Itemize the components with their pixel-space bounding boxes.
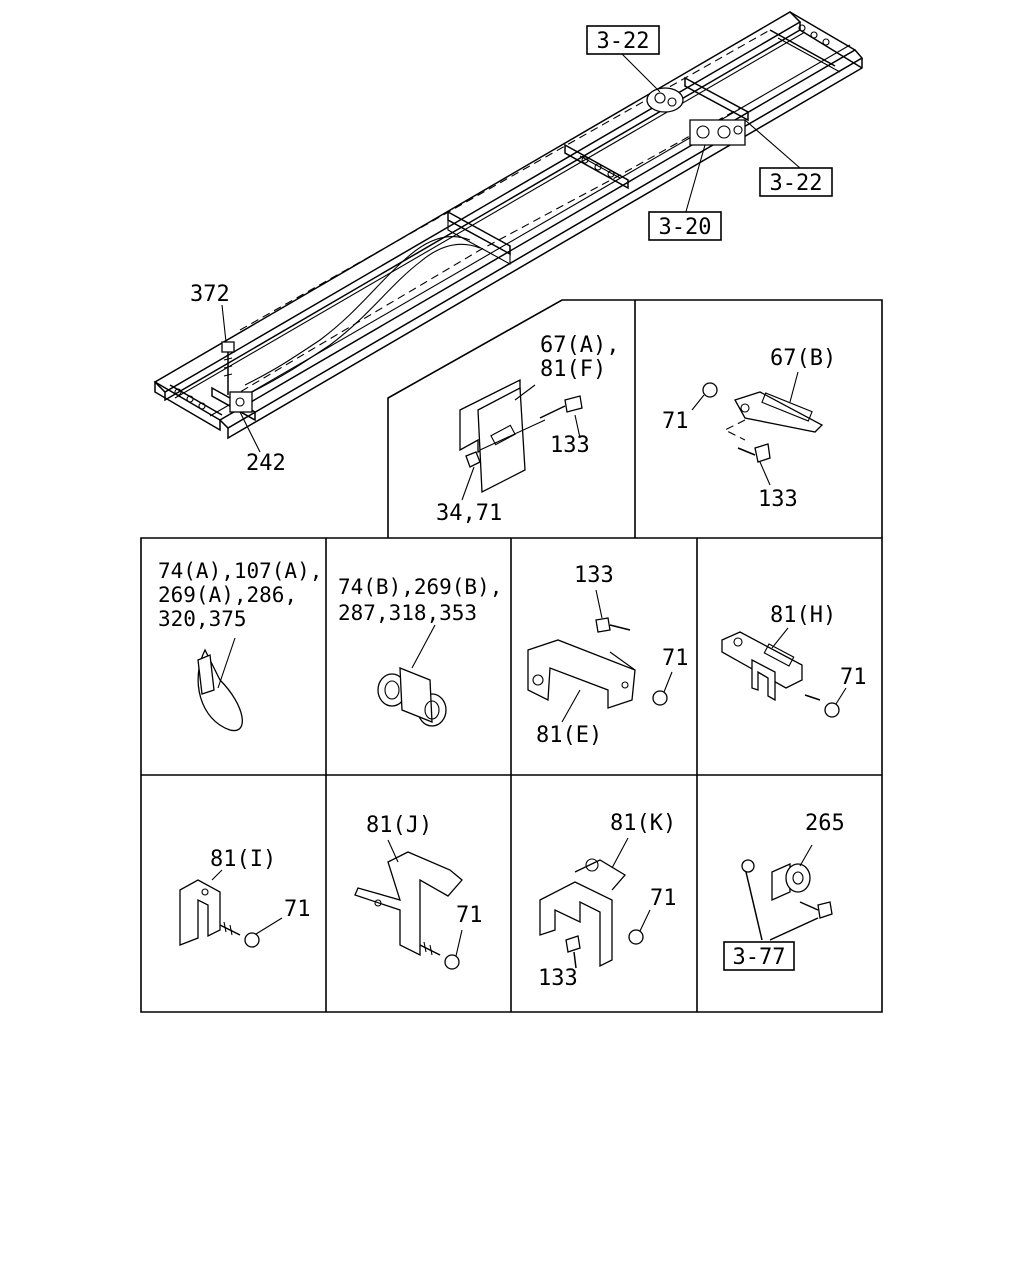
cell-67a-81f: 67(A), 81(F) 133 34,71 (436, 333, 619, 526)
part-label: 71 (456, 903, 483, 928)
part-label: 265 (805, 811, 845, 836)
ref-label: 3-22 (770, 171, 823, 196)
part-label: 81(F) (540, 357, 606, 382)
cell-81i: 81(I) 71 (179, 847, 311, 948)
part-label: 67(A), (540, 333, 619, 358)
part-label: 133 (550, 433, 590, 458)
part-label: 67(B) (770, 346, 836, 371)
ref-box-3-77[interactable]: 3-77 (723, 941, 795, 971)
part-label: 81(H) (770, 603, 836, 628)
cell-81j: 81(J) 71 (354, 813, 483, 970)
ref-box-3-22-right[interactable]: 3-22 (759, 167, 833, 197)
label-372: 372 (190, 282, 230, 307)
part-label: 71 (662, 646, 689, 671)
ref-label: 3-20 (659, 215, 712, 240)
cell-81e: 133 71 81(E) (527, 563, 689, 748)
cell-67b: 67(B) 71 133 (662, 346, 836, 512)
chassis-frame-drawing (153, 11, 864, 453)
cell-81h: 81(H) 71 (721, 603, 867, 718)
part-label: 34,71 (436, 501, 502, 526)
detail-grid (140, 299, 883, 1013)
ref-label: 3-22 (597, 29, 650, 54)
part-label: 71 (284, 897, 311, 922)
cell-74b: 74(B),269(B), 287,318,353 (338, 575, 502, 727)
part-label: 133 (574, 563, 614, 588)
part-label: 71 (840, 665, 867, 690)
part-label: 81(K) (610, 811, 676, 836)
part-label: 133 (538, 966, 578, 991)
part-label: 287,318,353 (338, 601, 477, 625)
label-242: 242 (246, 451, 286, 476)
cell-74a: 74(A),107(A), 269(A),286, 320,375 (158, 559, 322, 732)
part-label: 74(B),269(B), (338, 575, 502, 599)
part-label: 320,375 (158, 607, 247, 631)
part-label: 133 (758, 487, 798, 512)
part-label: 71 (662, 409, 689, 434)
cell-81k: 81(K) 133 71 (538, 811, 677, 991)
part-label: 269(A),286, (158, 583, 297, 607)
part-label: 71 (650, 886, 677, 911)
ref-label: 3-77 (733, 945, 786, 970)
ref-box-3-20[interactable]: 3-20 (648, 211, 722, 241)
part-label: 81(E) (536, 723, 602, 748)
ref-box-3-22-top[interactable]: 3-22 (586, 25, 660, 55)
part-label: 81(I) (210, 847, 276, 872)
part-label: 81(J) (366, 813, 432, 838)
cell-265: 265 (741, 811, 845, 941)
part-label: 74(A),107(A), (158, 559, 322, 583)
